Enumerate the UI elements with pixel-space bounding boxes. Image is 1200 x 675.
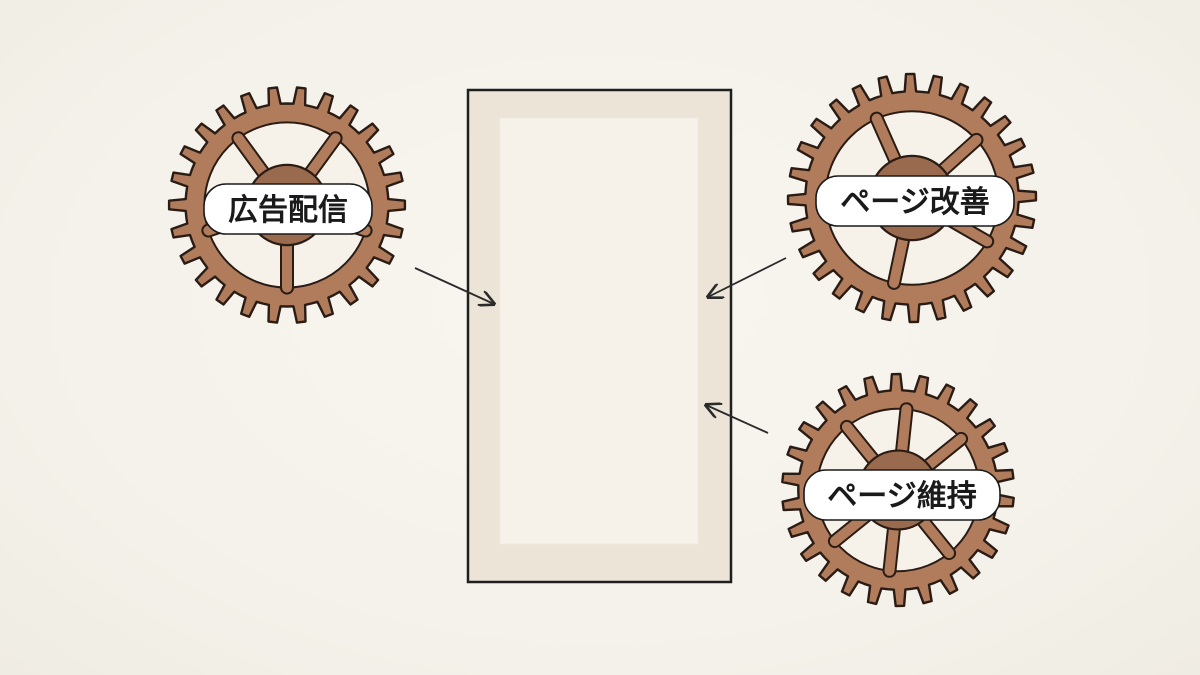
arrow-page-improvement-to-page [708, 257, 787, 297]
gear-label-ad-delivery-bg [203, 183, 373, 235]
page-panel [466, 88, 733, 584]
arrow-ad-delivery-to-page [414, 267, 494, 304]
gear-label-page-maintenance: ページ維持 [803, 469, 1001, 521]
gear-label-page-improvement-bg [815, 175, 1015, 227]
arrow-page-maintenance-to-page [706, 405, 769, 434]
gear-label-page-improvement: ページ改善 [815, 175, 1015, 227]
gear-label-page-maintenance-bg [803, 469, 1001, 521]
gear-label-page-improvement-text: ページ改善 [840, 185, 989, 220]
gear-label-ad-delivery-text: 広告配信 [228, 193, 348, 228]
gear-label-page-maintenance-text: ページ維持 [827, 479, 976, 514]
gear-label-ad-delivery: 広告配信 [203, 183, 373, 235]
page-panel-inner [500, 118, 698, 544]
